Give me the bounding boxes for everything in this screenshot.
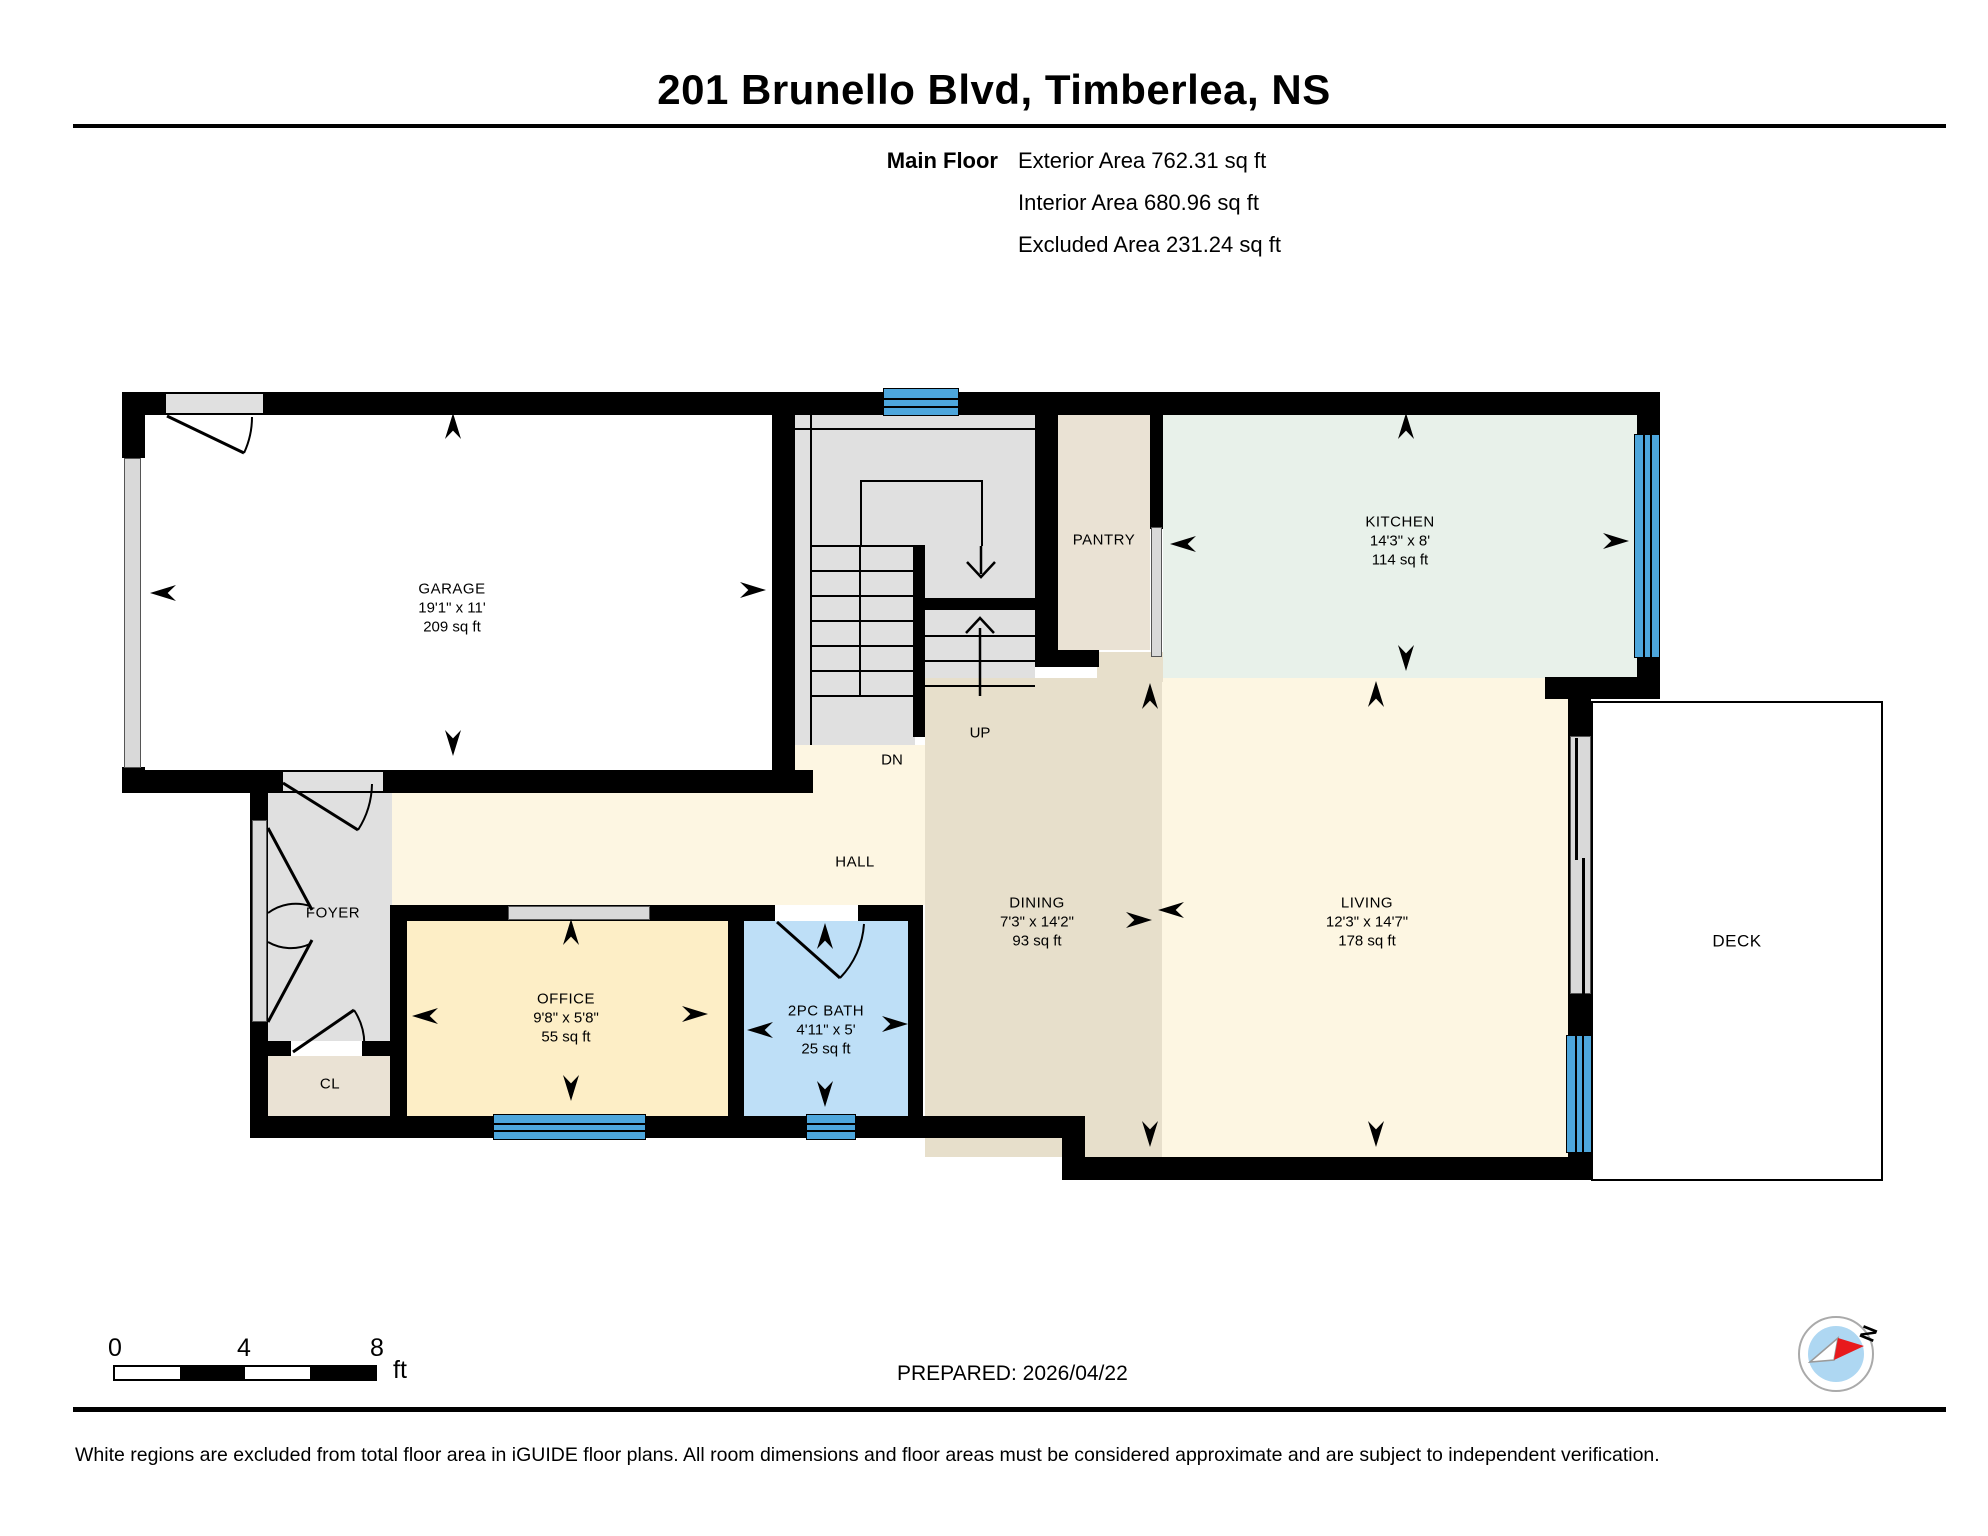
wall-bath-top-right	[858, 905, 923, 921]
bath-window	[806, 1114, 856, 1140]
exterior-area: Exterior Area 762.31 sq ft	[1018, 148, 1267, 173]
hall-floor	[392, 793, 925, 905]
page-title: 201 Brunello Blvd, Timberlea, NS	[657, 66, 1331, 113]
wall-office-left	[390, 905, 407, 1116]
patio-sliding-door	[1570, 736, 1591, 994]
stair-tread	[925, 685, 1035, 687]
foyer-label: FOYER	[305, 904, 361, 922]
dining-label: DINING 7'3" x 14'2" 93 sq ft	[1000, 894, 1074, 950]
wall-garage-left-upper	[122, 392, 145, 458]
hall-label: HALL	[835, 853, 875, 871]
garage-label: GARAGE 19'1" x 11' 209 sq ft	[418, 580, 486, 636]
excluded-area: Excluded Area 231.24 sq ft	[1018, 232, 1281, 257]
wall-south-row	[250, 1116, 1085, 1138]
stair-tread	[812, 695, 913, 697]
floor-label: Main Floor	[886, 148, 998, 173]
dining-floor	[925, 678, 1162, 1157]
scale-tick-4: 4	[237, 1334, 251, 1362]
wall-closet-top-left	[252, 1041, 291, 1056]
stair-tread	[925, 635, 1035, 637]
scale-bar-segments	[113, 1365, 377, 1381]
stair-tread-split	[859, 545, 861, 697]
wall-stair-pantry	[1035, 412, 1058, 652]
wall-pantry-kitchen	[1150, 415, 1163, 529]
deck-outline	[1591, 701, 1883, 1181]
wall-living-bottom	[1062, 1157, 1591, 1180]
stair-tread	[812, 620, 913, 622]
garage-top-door-opening	[166, 394, 263, 413]
stair-landing-line	[795, 428, 1035, 430]
patio-door-panel-2	[1582, 858, 1585, 994]
patio-door-panel-1	[1575, 738, 1578, 860]
wall-garage-bottom	[122, 770, 813, 793]
compass: N	[1798, 1316, 1883, 1392]
wall-stair-flight-divider	[925, 598, 1035, 610]
prepared-date: PREPARED: 2026/04/22	[897, 1362, 1128, 1385]
stairs-up-label: UP	[969, 724, 991, 742]
closet-label: CL	[319, 1075, 341, 1093]
living-label: LIVING 12'3" x 14'7" 178 sq ft	[1325, 894, 1409, 950]
kitchen-label: KITCHEN 14'3" x 8' 114 sq ft	[1365, 513, 1435, 569]
wall-garage-right	[772, 415, 795, 773]
wall-bath-right	[908, 905, 923, 1116]
stairwell-window	[883, 388, 959, 416]
wall-bath-top-left	[742, 905, 775, 921]
front-door-panel	[252, 820, 267, 1022]
closet-floor	[268, 1056, 392, 1116]
garage-foyer-door-opening	[283, 772, 383, 791]
disclaimer-text: White regions are excluded from total fl…	[75, 1444, 1660, 1466]
header-divider	[73, 124, 1946, 128]
stairs-down-label: DN	[881, 751, 903, 769]
scale-tick-8: 8	[370, 1334, 384, 1362]
scale-tick-0: 0	[108, 1334, 122, 1362]
stair-rail-top	[860, 480, 982, 482]
stair-tread	[925, 660, 1035, 662]
pantry-floor	[1058, 415, 1150, 650]
scale-bar: 0 4 8 ft	[108, 1334, 453, 1394]
stair-left-line	[810, 415, 812, 745]
wall-stair-mid	[913, 545, 925, 737]
living-window	[1566, 1035, 1592, 1153]
stairwell-floor-lower	[795, 710, 915, 745]
stair-tread	[812, 595, 913, 597]
stair-tread	[812, 645, 913, 647]
pantry-label: PANTRY	[1072, 531, 1136, 549]
bath-label: 2PC BATH 4'11" x 5' 25 sq ft	[787, 1002, 865, 1058]
stair-rail-left	[860, 480, 862, 546]
wall-pantry-stub	[1035, 650, 1099, 667]
floor-area-stats: Exterior Area 762.31 sq ft Interior Area…	[1018, 140, 1281, 266]
hall-floor-stair	[795, 745, 925, 793]
wall-office-bath	[728, 921, 744, 1116]
wall-kitchen-bottom-step	[1545, 677, 1660, 699]
kitchen-floor	[1163, 415, 1637, 678]
deck-label: DECK	[1712, 931, 1762, 951]
stair-tread	[812, 570, 913, 572]
footer-divider	[73, 1407, 1946, 1412]
pantry-pocket-door	[1151, 527, 1162, 657]
dining-pantry-strip	[1097, 652, 1163, 682]
stair-tread	[812, 670, 913, 672]
office-pocket-door	[508, 906, 650, 920]
garage-floor	[145, 415, 772, 770]
kitchen-window	[1634, 434, 1660, 658]
scale-unit: ft	[393, 1356, 407, 1384]
interior-area: Interior Area 680.96 sq ft	[1018, 190, 1259, 215]
garage-vehicle-door	[124, 458, 141, 768]
stair-rail-right	[981, 480, 983, 546]
stair-tread	[812, 545, 913, 547]
office-window	[493, 1114, 646, 1140]
wall-closet-top-right	[362, 1041, 407, 1056]
office-label: OFFICE 9'8" x 5'8" 55 sq ft	[533, 990, 599, 1046]
